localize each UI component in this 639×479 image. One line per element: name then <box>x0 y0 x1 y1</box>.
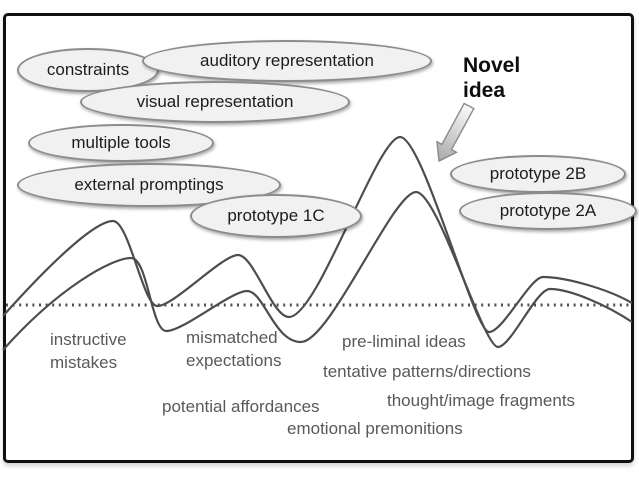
label-pre-liminal-ideas: pre-liminal ideas <box>342 332 466 351</box>
bubble-prototype-2a: prototype 2A <box>459 192 637 230</box>
bubble-constraints-label: constraints <box>46 60 130 79</box>
bubble-auditory-representation: auditory representation <box>142 40 432 82</box>
bubble-prototype-2a-label: prototype 2A <box>499 201 597 220</box>
bubble-prototype-1c-label: prototype 1C <box>227 206 325 225</box>
bubble-auditory-representation-label: auditory representation <box>200 51 374 70</box>
novel-idea-line1: Novel <box>463 54 521 77</box>
bubble-prototype-2b: prototype 2B <box>450 155 626 193</box>
label-potential-affordances: potential affordances <box>162 397 320 416</box>
bubble-visual-representation-label: visual representation <box>136 92 294 111</box>
bubble-prototype-2b-label: prototype 2B <box>489 164 587 183</box>
novel-idea-line2: idea <box>463 79 506 102</box>
bubble-visual-representation: visual representation <box>80 81 350 123</box>
label-thought-image-fragments: thought/image fragments <box>387 391 576 410</box>
label-mismatched-expectations: mismatched expectations <box>186 328 282 370</box>
novel-idea-annotation: Novel idea <box>463 53 533 103</box>
bubble-multiple-tools: multiple tools <box>28 124 214 162</box>
label-instructive-mistakes: instructive mistakes <box>50 330 127 372</box>
bubble-prototype-1c: prototype 1C <box>190 194 362 238</box>
label-emotional-premonitions: emotional premonitions <box>287 419 463 438</box>
bubble-multiple-tools-label: multiple tools <box>71 133 171 152</box>
bubble-external-promptings-label: external promptings <box>74 175 224 194</box>
label-tentative-patterns-directions: tentative patterns/directions <box>323 362 531 381</box>
